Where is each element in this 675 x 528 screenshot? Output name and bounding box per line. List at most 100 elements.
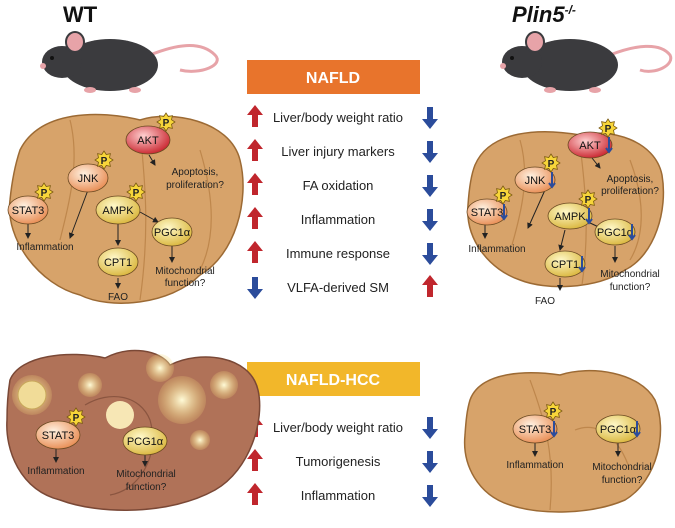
nafld-row-3-label: Inflammation [301,212,375,227]
liver-plin5-hcc [463,369,662,513]
ko-akt-arrow [591,157,601,169]
wt-hcc-mito-label-2: function? [126,482,167,493]
hcc-row-1-ko-arrow-icon [422,451,438,473]
ko-ampk-node-label: AMPK [554,211,586,223]
wt-akt-node [125,125,171,155]
ko-cpt1-node [544,250,586,278]
wt-cpt1-node [97,247,139,277]
nafld-title: NAFLD [306,70,360,87]
nafld-row-3-ko-arrow-icon [422,209,438,231]
wt-hcc-stat3-node-phospho-icon [66,407,86,427]
wt-jnk-arrow [68,189,89,239]
nafld-row-2-ko-arrow-icon [422,175,438,197]
ko-ampk-node [547,202,593,230]
wt-hcc-pcg1a-node [122,426,168,456]
wt-cpt1-node-label: CPT1 [104,257,132,269]
mouse-wt-icon [40,31,219,93]
wt-stat3-node-label: STAT3 [12,205,45,217]
nafld-row-3-wt-arrow-icon [247,207,263,229]
ko-cpt1-node-down-arrow-icon [578,256,586,273]
nafld-row-0-label: Liver/body weight ratio [273,110,403,125]
wt-hcc-stat3-node-phospho-label: P [73,413,80,424]
ko-mito-label-1: Mitochondrial [600,269,659,280]
ko-hcc-mito-label-2: function? [602,475,643,486]
nafld-row-2-wt-arrow-icon [247,173,263,195]
nafld-row-0-wt-arrow-icon [247,105,263,127]
nafld-row-5-ko-arrow-icon [422,275,438,297]
ko-hcc-inflammation-label: Inflammation [506,460,563,471]
wt-akt-node-label: AKT [137,135,159,147]
header-wt: WT [63,2,98,27]
wt-akt-node-phospho-label: P [163,118,170,129]
ko-hcc-stat3-node-phospho-icon [543,401,563,421]
nafld-row-1-wt-arrow-icon [247,139,263,161]
wt-ampk-pgc1a-arrow [139,211,159,223]
wt-akt-arrow [148,154,156,166]
ko-pgc1a-node-down-arrow-icon [628,224,636,241]
ko-apoptosis-label: Apoptosis, [607,174,654,185]
nafld-row-1-ko-arrow-icon [422,141,438,163]
ko-mito-label-2: function? [610,282,651,293]
wt-mito-label-1: Mitochondrial [155,266,214,277]
wt-jnk-node [67,163,109,193]
wt-stat3-node-phospho-icon [34,182,54,202]
hcc-row-2-wt-arrow-icon [247,483,263,505]
nafld-row-2-label: FA oxidation [303,178,374,193]
ko-stat3-node-phospho-label: P [500,191,507,202]
hcc-title-box [247,362,420,396]
ko-stat3-node-label: STAT3 [471,207,504,219]
ko-stat3-node [466,198,508,226]
hcc-row-0-label: Liver/body weight ratio [273,420,403,435]
wt-ampk-node-phospho-icon [126,182,146,202]
wt-jnk-node-phospho-label: P [101,156,108,167]
mouse-plin5-icon [500,31,673,93]
hcc-row-0-ko-arrow-icon [422,417,438,439]
ko-jnk-node-down-arrow-icon [548,172,556,189]
hcc-row-1-label: Tumorigenesis [296,454,381,469]
wt-ampk-node [95,195,141,225]
wt-inflammation-label: Inflammation [16,242,73,253]
wt-fao-label: FAO [108,292,128,303]
ko-cpt1-node-label: CPT1 [551,259,579,271]
hcc-rows: Liver/body weight ratioTumorigenesisInfl… [247,415,438,507]
hcc-row-2-ko-arrow-icon [422,485,438,507]
hcc-row-2-label: Inflammation [301,488,375,503]
wt-mito-label-2: function? [165,278,206,289]
ko-hcc-pgc1a-node [595,414,641,444]
nafld-row-4-wt-arrow-icon [247,241,263,263]
ko-hcc-stat3-node-label: STAT3 [519,424,552,436]
nafld-row-0-ko-arrow-icon [422,107,438,129]
header-plin5: Plin5-/- [512,2,576,27]
wt-hcc-inflammation-label: Inflammation [27,466,84,477]
ko-jnk-node [514,166,556,194]
ko-proliferation-label: proliferation? [601,186,659,197]
ko-hcc-pgc1a-node-down-arrow-icon [633,421,641,438]
ko-pgc1a-node-label: PGC1α [597,227,634,239]
wt-pgc1a-node-label: PGC1α [154,227,191,239]
nodes-layer: AKTPJNKPSTAT3PAMPKPPGC1αCPT1Apoptosis,pr… [7,112,660,493]
wt-stat3-node-phospho-label: P [41,188,48,199]
ko-hcc-stat3-node [512,414,558,444]
ko-jnk-arrow [527,189,546,229]
ko-akt-node-phospho-label: P [605,124,612,135]
wt-hcc-stat3-node [35,420,81,450]
wt-hcc-stat3-node-label: STAT3 [42,430,75,442]
wt-akt-node-phospho-icon [156,112,176,132]
nafld-row-5-wt-arrow-icon [247,277,263,299]
wt-jnk-node-label: JNK [78,173,99,185]
ko-hcc-mito-label-1: Mitochondrial [592,462,651,473]
wt-pgc1a-node [151,217,193,247]
hcc-row-1-wt-arrow-icon [247,449,263,471]
ko-hcc-pgc1a-node-label: PGC1α [600,424,637,436]
nafld-row-5-label: VLFA-derived SM [287,280,389,295]
ko-hcc-stat3-node-phospho-label: P [550,407,557,418]
ko-stat3-node-down-arrow-icon [500,204,508,221]
ko-hcc-stat3-node-down-arrow-icon [550,421,558,438]
wt-hcc-mito-label-1: Mitochondrial [116,469,175,480]
ko-ampk-node-down-arrow-icon [585,208,593,225]
ko-ampk-node-phospho-label: P [585,195,592,206]
ko-akt-node-down-arrow-icon [605,137,613,154]
nafld-row-4-label: Immune response [286,246,390,261]
